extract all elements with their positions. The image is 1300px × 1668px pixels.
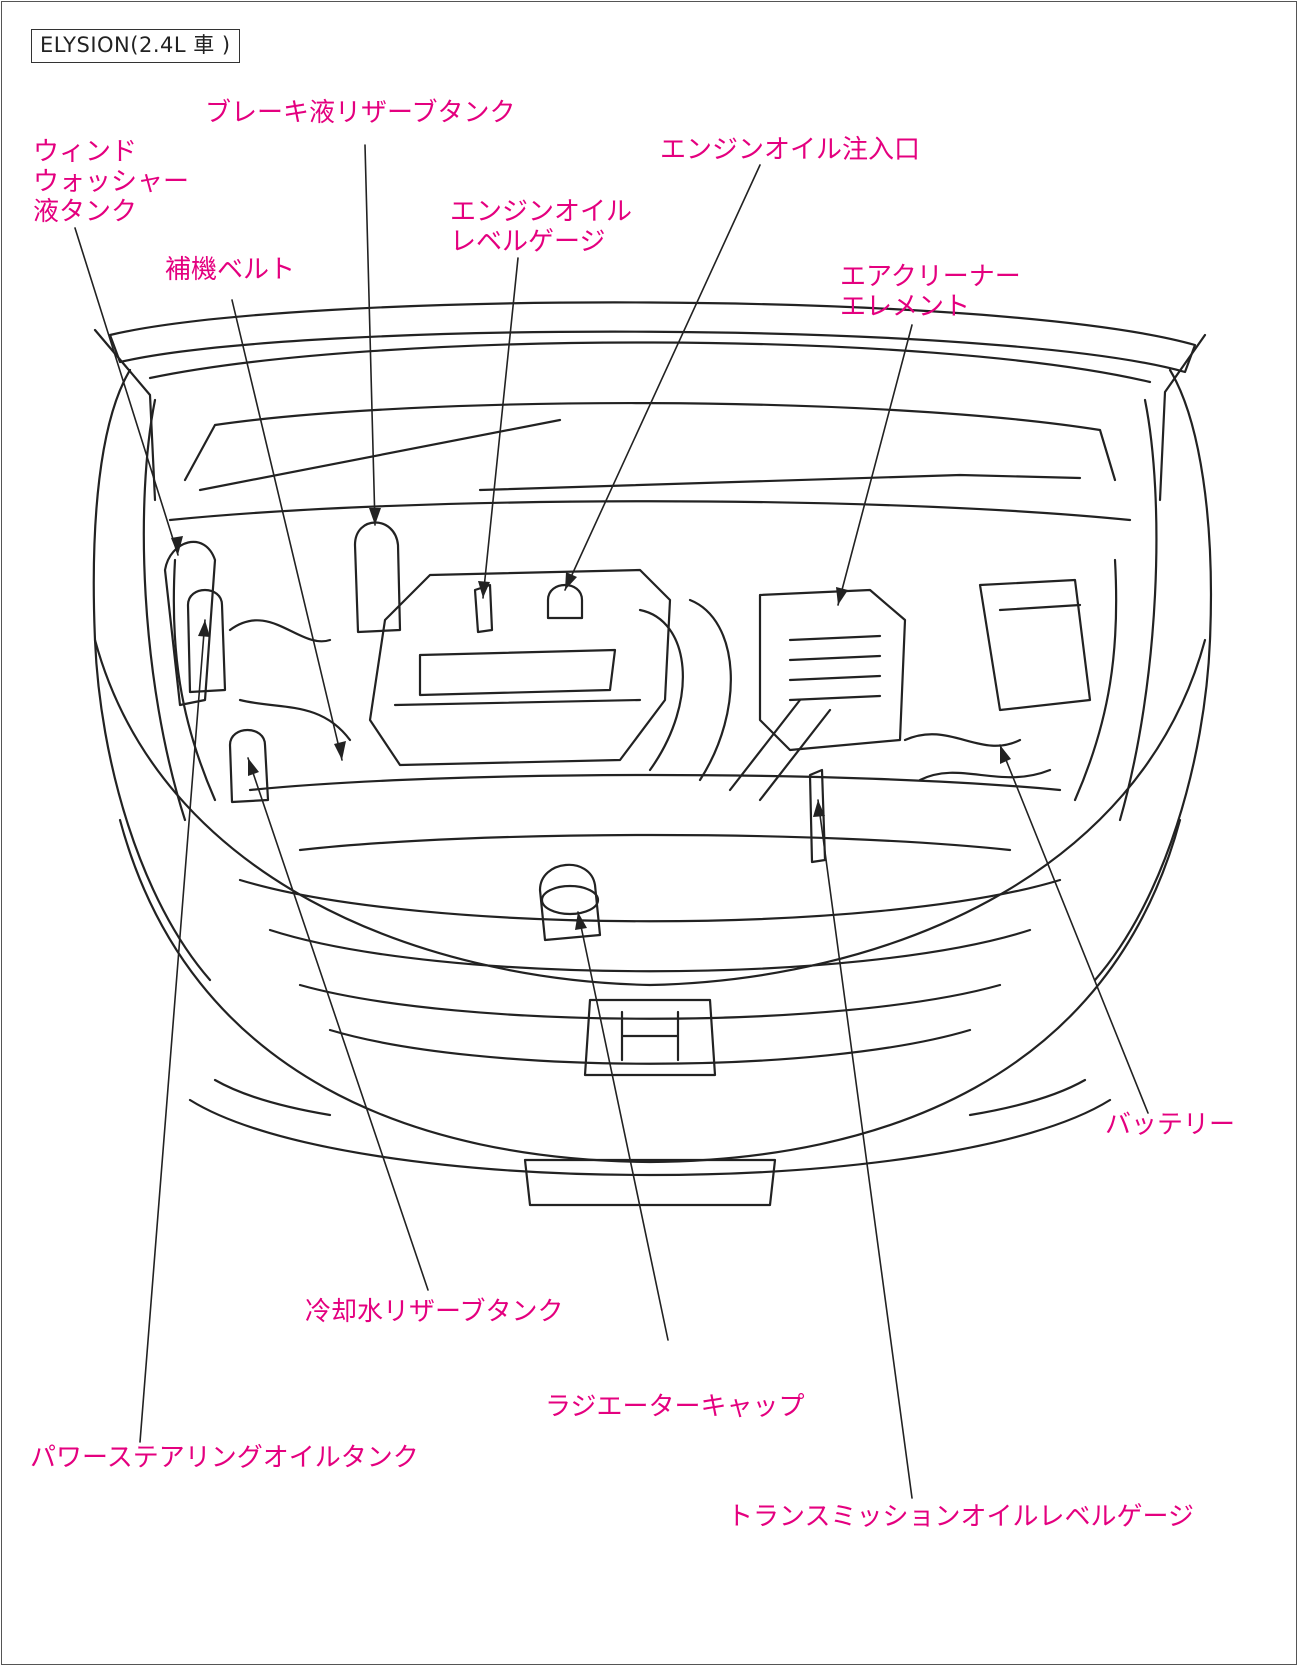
model-title: ELYSION(2.4L 車 ) (31, 29, 240, 63)
ps-tank-shape (186, 589, 227, 694)
arrow-power-steering (198, 620, 210, 637)
right-fender (1093, 368, 1213, 982)
grille-bar-2 (298, 983, 1002, 1020)
radiator-cap-ring (540, 884, 600, 916)
leader-washer (74, 227, 179, 556)
emblem-frame (583, 998, 717, 1077)
brake-reservoir-shape (353, 521, 402, 634)
right-fender-inner (1118, 398, 1158, 822)
arrow-belt (334, 741, 346, 760)
arrow-battery (1000, 745, 1011, 764)
label-coolant-tank: 冷却水リザーブタンク (305, 1297, 564, 1327)
arrow-oil-gauge (478, 581, 490, 598)
leader-belt (231, 299, 343, 761)
grille-top (238, 878, 1062, 923)
label-washer-tank: ウィンド ウォッシャー 液タンク (33, 137, 190, 227)
coolant-reservoir-shape (228, 729, 270, 804)
air-cleaner-ribs (788, 634, 882, 702)
engine-cover-ridge (393, 698, 642, 707)
arrow-radiator (575, 912, 587, 930)
bumper-upper (93, 638, 1207, 987)
hood-lower (183, 402, 1117, 482)
battery-shape (978, 578, 1092, 712)
fog-right (968, 1078, 1087, 1117)
intake-hose (638, 598, 732, 782)
oil-filler-cap (546, 584, 584, 620)
leader-oil-filler (564, 164, 761, 591)
leader-coolant (247, 757, 429, 1291)
grille-bar-1 (268, 928, 1032, 973)
emblem (620, 1010, 680, 1062)
label-oil-level-gauge: エンジンオイル レベルゲージ (450, 197, 633, 257)
leader-oil-gauge (482, 257, 519, 599)
hoses-left (228, 619, 352, 742)
air-cleaner-box (758, 588, 907, 752)
left-fender-inner (142, 398, 187, 822)
left-fender (92, 368, 212, 982)
arrow-brake (369, 508, 381, 525)
hood-outline (108, 301, 1197, 374)
leader-transmission (817, 799, 913, 1499)
radiator-cap-neck (538, 863, 602, 942)
leader-power-steering (139, 619, 206, 1443)
label-battery: バッテリー (1105, 1110, 1236, 1140)
battery-top (998, 603, 1082, 612)
hood-strut-right (1158, 333, 1207, 502)
arrow-air-cleaner (836, 587, 848, 605)
label-aux-belt: 補機ベルト (165, 255, 296, 285)
fog-left (213, 1078, 332, 1117)
radiator-support (248, 773, 1062, 792)
label-radiator-cap: ラジエーターキャップ (545, 1392, 805, 1422)
transmission-dipstick (808, 768, 827, 864)
wiper-arm-right (478, 473, 1082, 492)
arrow-transmission (813, 800, 825, 817)
label-transmission-gauge: トランスミッションオイルレベルゲージ (727, 1502, 1194, 1532)
arrow-washer (171, 536, 183, 555)
leader-air-cleaner (837, 324, 913, 606)
washer-tank-shape (163, 540, 217, 707)
arrow-oil-filler (565, 572, 577, 590)
bay-left-edge (172, 558, 217, 802)
leader-brake (364, 144, 376, 526)
hoses-right (903, 733, 1052, 782)
intake-duct (728, 698, 832, 802)
bay-right-edge (1073, 558, 1118, 802)
engine-cover (368, 568, 672, 767)
label-oil-filler: エンジンオイル注入口 (660, 135, 921, 165)
license-plate (523, 1158, 777, 1207)
wiper-arm-left (198, 418, 562, 492)
grille-bottom (328, 1028, 972, 1065)
radiator-support-lower (298, 833, 1012, 852)
hood-inner (148, 341, 1152, 384)
label-air-cleaner: エアクリーナー エレメント (840, 262, 1021, 322)
cowl (168, 500, 1132, 522)
arrow-coolant (248, 758, 259, 776)
engine-cover-plate (418, 648, 617, 697)
label-brake-fluid: ブレーキ液リザーブタンク (205, 98, 516, 128)
label-power-steering: パワーステアリングオイルタンク (30, 1443, 419, 1473)
bumper-chin (188, 1098, 1112, 1177)
leader-radiator (577, 911, 669, 1341)
bumper-lower (118, 818, 1182, 1164)
leader-battery (999, 744, 1149, 1114)
